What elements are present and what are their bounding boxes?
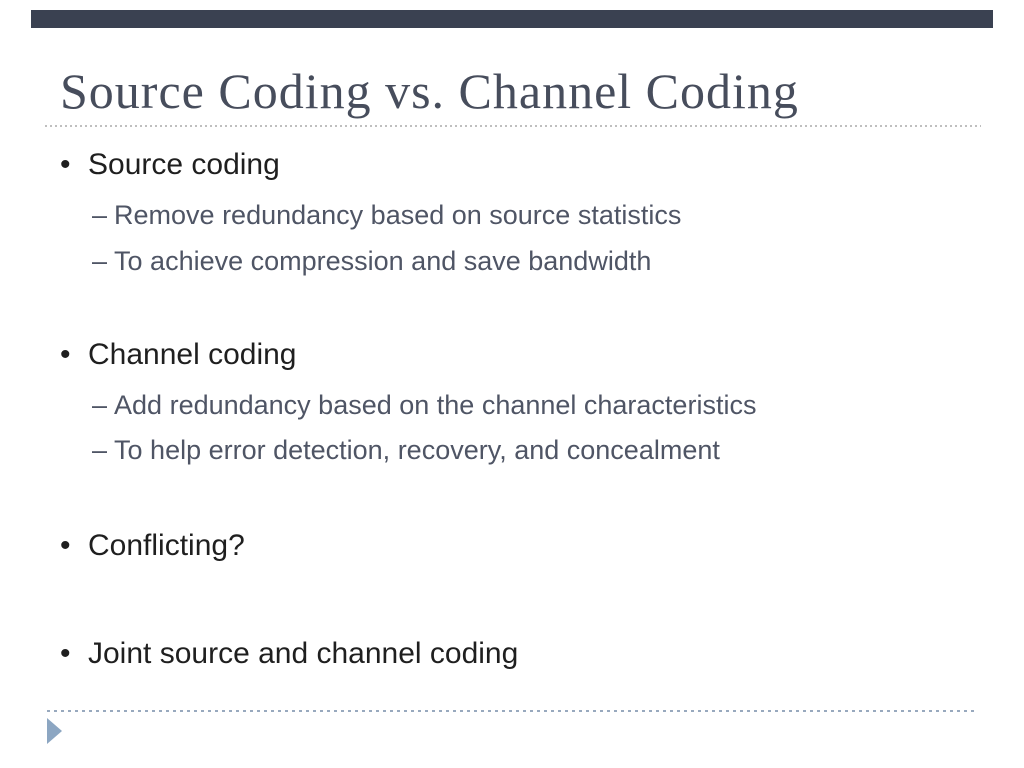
sub-bullet-item: –Add redundancy based on the channel cha… — [92, 389, 756, 421]
footer-dotted-divider — [47, 710, 975, 712]
bullet-dot-icon: • — [60, 148, 71, 181]
bullet-item-conflicting: • Conflicting? — [60, 528, 245, 564]
sub-bullet-item: –To help error detection, recovery, and … — [92, 434, 720, 466]
sub-bullet-item: –To achieve compression and save bandwid… — [92, 245, 651, 277]
title-dotted-divider — [45, 125, 981, 127]
bullet-dot-icon: • — [60, 338, 71, 371]
bullet-label: Joint source and channel coding — [88, 637, 519, 670]
sub-bullet-label: To help error detection, recovery, and c… — [114, 435, 720, 465]
sub-bullet-label: To achieve compression and save bandwidt… — [114, 246, 652, 276]
top-accent-bar — [31, 10, 993, 28]
bullet-label: Conflicting? — [88, 529, 245, 562]
sub-bullet-label: Remove redundancy based on source statis… — [114, 200, 682, 230]
sub-bullet-label: Add redundancy based on the channel char… — [114, 390, 757, 420]
bullet-label: Channel coding — [88, 338, 297, 371]
bullet-item-channel-coding: • Channel coding — [60, 337, 297, 373]
dash-bullet-icon: – — [92, 435, 108, 465]
dash-bullet-icon: – — [92, 390, 108, 420]
bullet-item-source-coding: • Source coding — [60, 147, 280, 183]
sub-bullet-item: –Remove redundancy based on source stati… — [92, 199, 681, 231]
bullet-dot-icon: • — [60, 529, 71, 562]
dash-bullet-icon: – — [92, 246, 108, 276]
slide-title: Source Coding vs. Channel Coding — [60, 63, 799, 119]
bullet-item-joint-coding: • Joint source and channel coding — [60, 636, 518, 672]
bullet-label: Source coding — [88, 148, 280, 181]
next-slide-arrow-icon — [47, 718, 62, 744]
bullet-dot-icon: • — [60, 637, 71, 670]
dash-bullet-icon: – — [92, 200, 108, 230]
